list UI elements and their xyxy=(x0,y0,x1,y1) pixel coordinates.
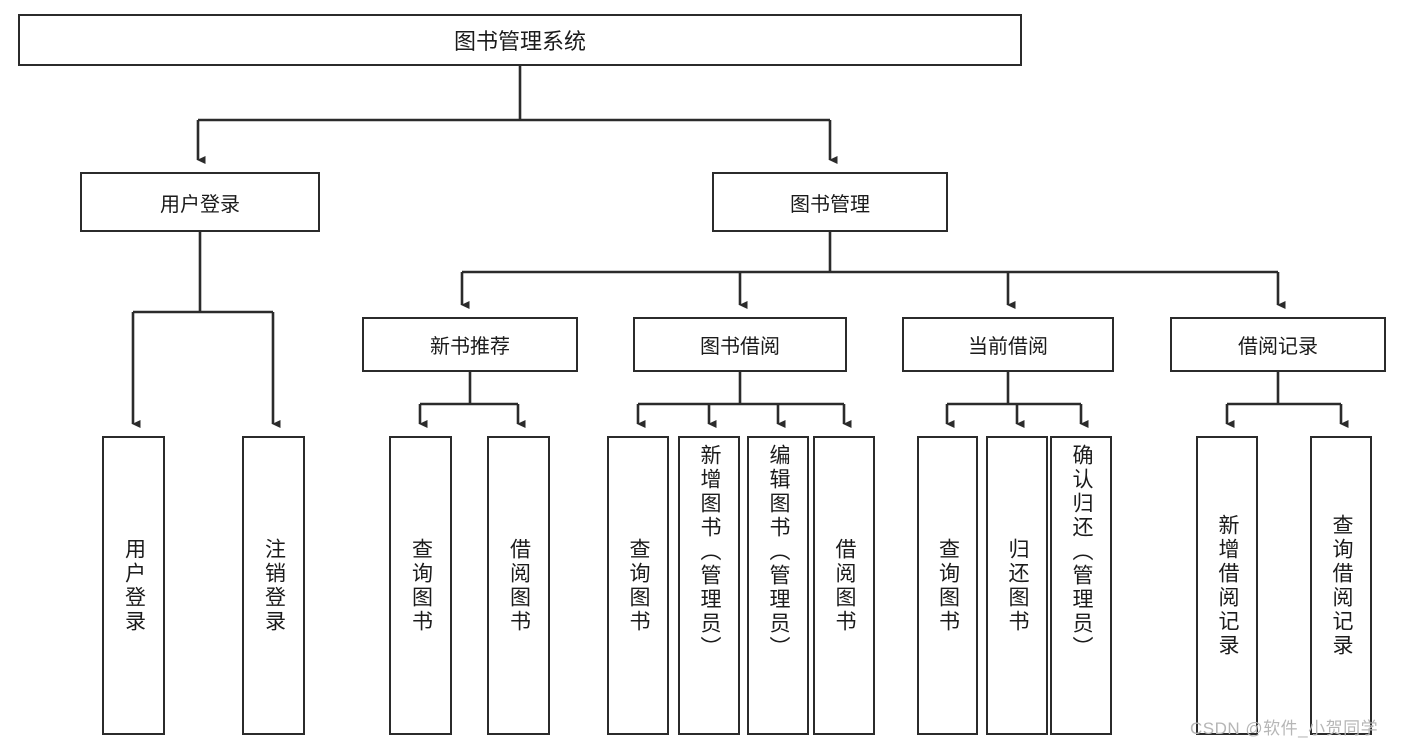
leaf-user-login-logout[interactable]: 注销登录 xyxy=(242,436,305,735)
node-label: 图书管理 xyxy=(790,193,870,216)
leaf-current-query-book[interactable]: 查询图书 xyxy=(917,436,978,735)
leaf-recommend-query-book[interactable]: 查询图书 xyxy=(389,436,452,735)
leaf-borrow-add-book-admin[interactable]: 新增图书（管理员） xyxy=(678,436,740,735)
leaf-label: 借阅图书 xyxy=(833,537,857,634)
node-borrow-records[interactable]: 借阅记录 xyxy=(1170,317,1386,372)
leaf-label: 查询图书 xyxy=(936,537,960,634)
leaf-records-query-record[interactable]: 查询借阅记录 xyxy=(1310,436,1372,735)
leaf-borrow-query-book[interactable]: 查询图书 xyxy=(607,436,669,735)
node-label: 图书借阅 xyxy=(700,336,780,358)
leaf-label: 查询图书 xyxy=(409,537,433,634)
leaf-borrow-borrow-book[interactable]: 借阅图书 xyxy=(813,436,875,735)
leaf-label: 新增借阅记录 xyxy=(1216,513,1240,658)
node-root-library-system[interactable]: 图书管理系统 xyxy=(18,14,1022,66)
leaf-records-add-record[interactable]: 新增借阅记录 xyxy=(1196,436,1258,735)
node-new-book-recommend[interactable]: 新书推荐 xyxy=(362,317,578,372)
node-book-management[interactable]: 图书管理 xyxy=(712,172,948,232)
node-label: 新书推荐 xyxy=(430,336,510,358)
node-label: 当前借阅 xyxy=(968,336,1048,358)
leaf-borrow-edit-book-admin[interactable]: 编辑图书（管理员） xyxy=(747,436,809,735)
leaf-current-confirm-return-admin[interactable]: 确认归还（管理员） xyxy=(1050,436,1112,735)
leaf-recommend-borrow-book[interactable]: 借阅图书 xyxy=(487,436,550,735)
leaf-label: 新增图书（管理员） xyxy=(698,444,722,660)
leaf-label: 确认归还（管理员） xyxy=(1070,444,1094,660)
csdn-watermark: CSDN @软件_小贺同学 xyxy=(1190,719,1379,738)
node-current-borrow[interactable]: 当前借阅 xyxy=(902,317,1114,372)
leaf-label: 查询借阅记录 xyxy=(1330,513,1354,658)
leaf-user-login-login[interactable]: 用户登录 xyxy=(102,436,165,735)
node-label: 图书管理系统 xyxy=(453,29,586,54)
leaf-label: 注销登录 xyxy=(262,537,286,634)
node-book-borrow[interactable]: 图书借阅 xyxy=(633,317,847,372)
leaf-current-return-book[interactable]: 归还图书 xyxy=(986,436,1048,735)
leaf-label: 借阅图书 xyxy=(507,537,531,634)
node-label: 借阅记录 xyxy=(1238,336,1318,358)
leaf-label: 编辑图书（管理员） xyxy=(767,444,791,660)
node-user-login[interactable]: 用户登录 xyxy=(80,172,320,232)
node-label: 用户登录 xyxy=(160,193,240,216)
leaf-label: 用户登录 xyxy=(122,537,146,634)
leaf-label: 查询图书 xyxy=(627,537,651,634)
leaf-label: 归还图书 xyxy=(1006,537,1030,634)
